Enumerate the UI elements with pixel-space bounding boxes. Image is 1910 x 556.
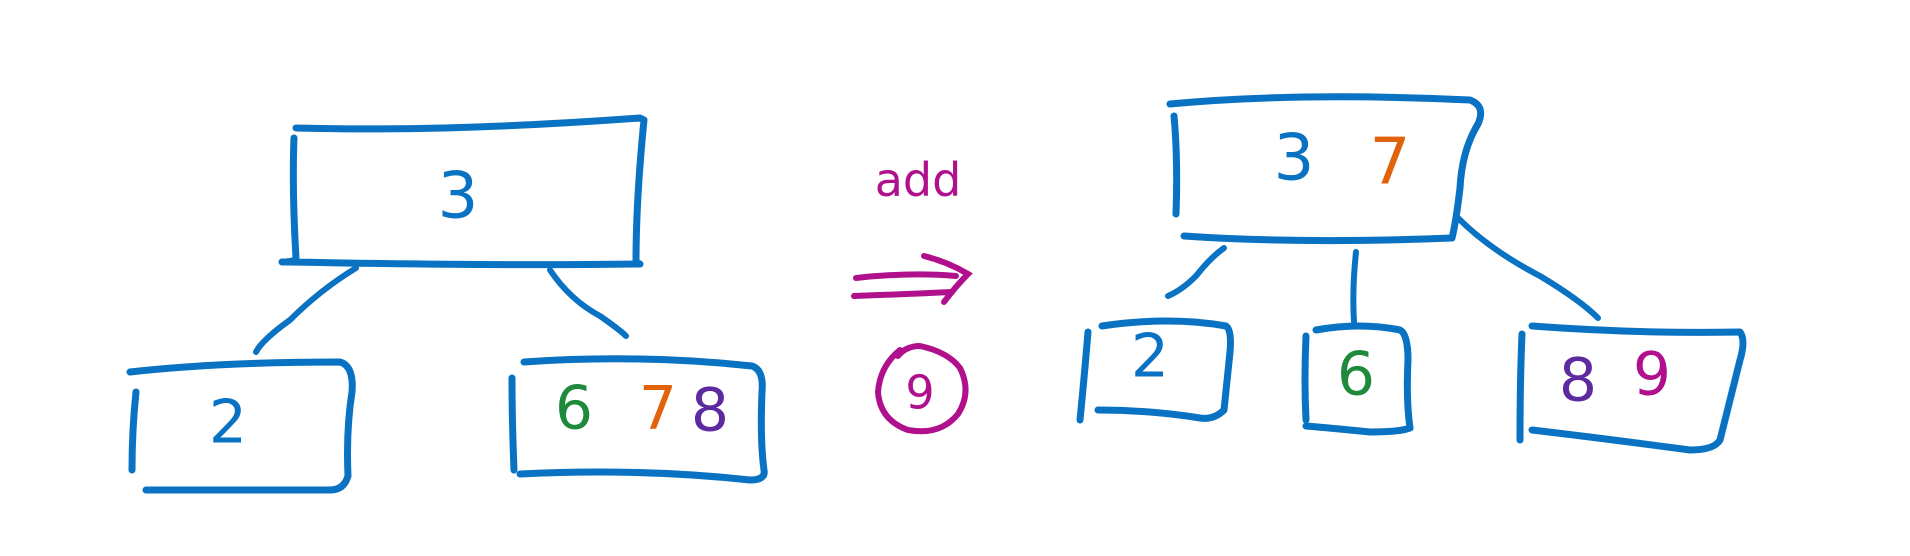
before-right-leaf-node [508, 355, 768, 484]
after-leaf-2-key-6: 6 [1337, 340, 1375, 410]
before-edge-left [253, 265, 359, 355]
after-leaf-3-key-8: 8 [1559, 346, 1597, 416]
after-edge-1 [1165, 245, 1227, 299]
after-edge-3 [1455, 215, 1601, 321]
operation-label: add [875, 153, 962, 207]
operation-value-badge: 9 [874, 342, 969, 435]
before-root-node [278, 114, 648, 269]
before-root-key-3: 3 [438, 160, 479, 234]
before-edge-right [547, 267, 629, 339]
after-leaf-1-node [1076, 317, 1234, 424]
operation-value: 9 [905, 366, 934, 420]
before-left-leaf-key-2: 2 [209, 388, 247, 458]
double-arrow-right-icon [851, 253, 973, 305]
before-right-leaf-key-6: 6 [555, 374, 593, 444]
after-tree: 3 7 2 6 8 9 [1076, 93, 1747, 454]
before-right-leaf-key-8: 8 [691, 376, 729, 446]
after-leaf-2-node [1301, 322, 1414, 436]
before-right-leaf-key-7: 7 [639, 374, 677, 444]
after-edge-2 [1350, 249, 1359, 325]
after-leaf-1-key-2: 2 [1131, 322, 1169, 392]
after-root-node [1166, 93, 1485, 245]
before-tree: 3 2 6 7 8 [126, 114, 768, 494]
operation-group: add 9 [851, 153, 973, 435]
after-root-key-7: 7 [1370, 126, 1411, 200]
before-left-leaf-node [126, 358, 356, 494]
after-leaf-3-key-9: 9 [1633, 340, 1671, 410]
after-root-key-3: 3 [1274, 122, 1315, 196]
after-leaf-3-node [1516, 322, 1747, 454]
